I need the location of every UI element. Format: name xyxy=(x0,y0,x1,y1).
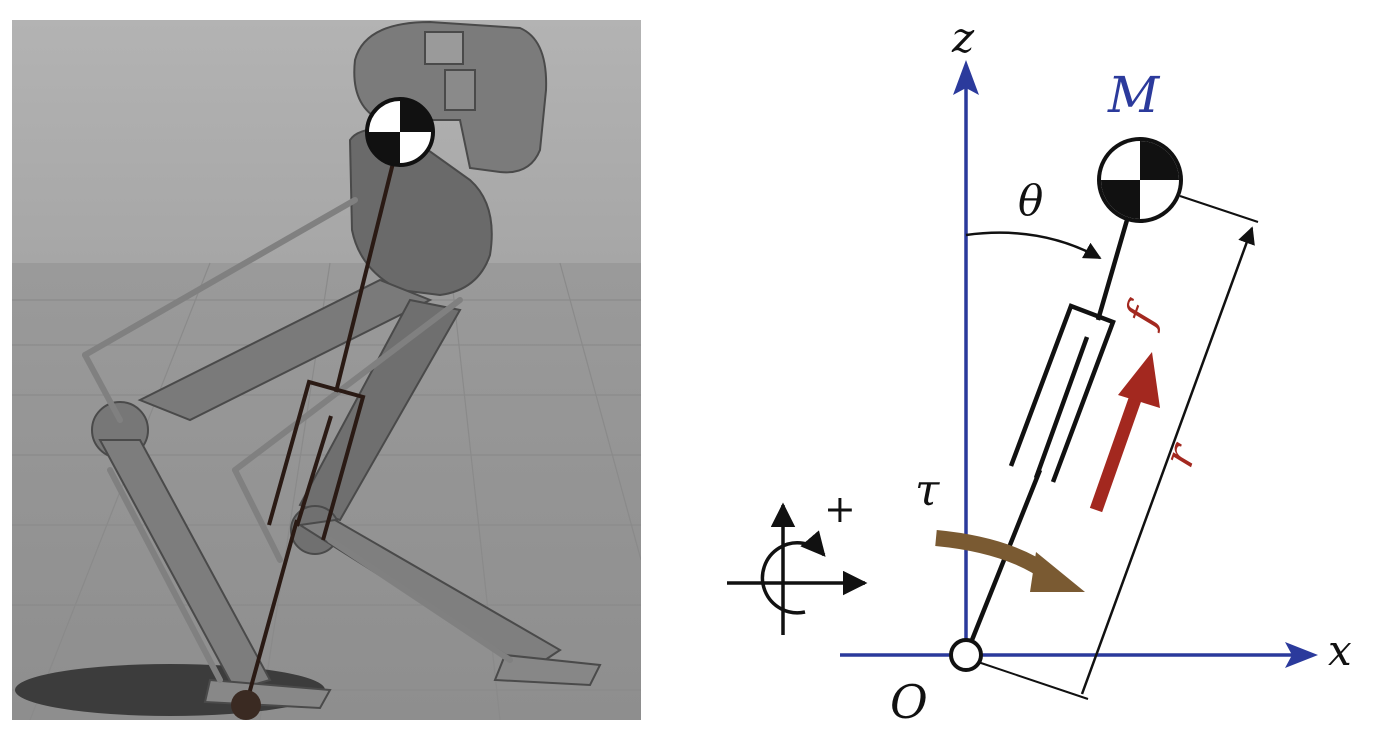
photo-contact-point xyxy=(231,690,261,720)
sign-convention-icon xyxy=(727,502,868,635)
robot-rods xyxy=(82,197,513,683)
angle-label: θ xyxy=(1018,176,1043,225)
r-extension-bottom xyxy=(977,661,1089,700)
torque-arrow xyxy=(935,530,1085,592)
length-label: r xyxy=(1153,435,1207,473)
robot-photo xyxy=(12,20,641,720)
model-diagram: z x M θ f r τ O + xyxy=(727,13,1352,729)
leg-sleeve xyxy=(1008,303,1116,483)
leg-piston xyxy=(1033,336,1090,479)
leg-lower xyxy=(963,469,1043,656)
r-extension-top xyxy=(1179,195,1259,223)
photo-com-marker xyxy=(365,97,435,167)
mass-label: M xyxy=(1107,66,1161,124)
force-label: f xyxy=(1114,294,1169,334)
z-axis-label: z xyxy=(951,13,975,62)
com-marker xyxy=(1097,137,1183,223)
photo-leg-model xyxy=(244,134,402,706)
photo-leg-sleeve xyxy=(267,379,366,541)
photo-leg-lower xyxy=(244,519,299,706)
torque-label: τ xyxy=(915,465,940,516)
r-dimension-line xyxy=(1080,226,1255,695)
photo-leg-piston xyxy=(295,415,333,527)
photo-leg-upper xyxy=(334,134,402,393)
origin-label: O xyxy=(890,675,928,729)
x-axis-arrowhead xyxy=(1285,642,1318,668)
z-axis-arrowhead xyxy=(953,60,979,95)
x-axis-label: x xyxy=(1328,626,1352,675)
positive-direction-label: + xyxy=(824,487,856,531)
force-arrow xyxy=(1089,352,1160,513)
origin-pivot xyxy=(949,638,983,672)
theta-arc xyxy=(965,231,1102,260)
